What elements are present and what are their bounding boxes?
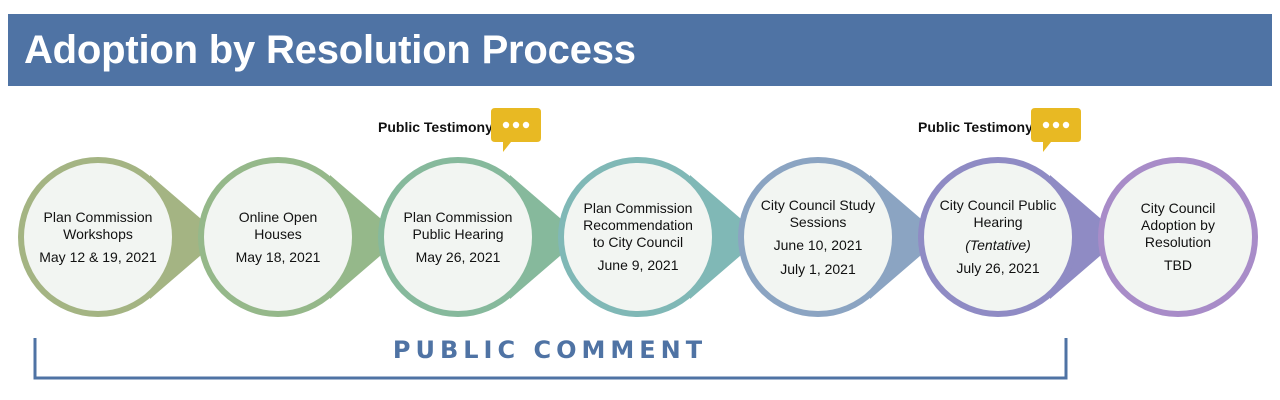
step-circle-inner-3: [384, 163, 532, 311]
page-title: Adoption by Resolution Process: [24, 28, 636, 72]
step-node-4: [558, 157, 762, 317]
step-circle-inner-4: [564, 163, 712, 311]
step-date: June 9, 2021: [597, 257, 679, 273]
step-node-6: [918, 157, 1122, 317]
public-testimony-label: Public Testimony: [918, 119, 1033, 135]
step-title: City Council Adoption by Resolution: [1140, 200, 1216, 250]
step-date-2: July 1, 2021: [780, 260, 856, 277]
step-node-3: [378, 157, 582, 317]
step-text-4: Plan Commission Recommendation to City C…: [576, 175, 700, 299]
step-date: July 26, 2021: [956, 260, 1040, 276]
step-node-2: [198, 157, 402, 317]
step-date: June 10, 2021: [773, 236, 863, 253]
step-title: Online Open Houses: [238, 208, 318, 242]
step-date: May 26, 2021: [415, 248, 501, 265]
step-title: Plan Commission Workshops: [43, 208, 153, 242]
step-title: City Council Public Hearing: [939, 197, 1057, 230]
step-note: (Tentative): [965, 237, 1031, 253]
step-circle-inner-7: [1104, 163, 1252, 311]
step-circle-inner-2: [204, 163, 352, 311]
speech-bubble-icon: [491, 108, 541, 152]
step-date: May 12 & 19, 2021: [39, 248, 157, 265]
public-comment-label: PUBLIC COMMENT: [392, 336, 708, 364]
step-title: Plan Commission Recommendation to City C…: [583, 200, 693, 250]
step-circle-inner-6: [924, 163, 1072, 311]
step-node-5: [738, 157, 942, 317]
speech-bubble-icon: [1031, 108, 1081, 152]
step-title: City Council Study Sessions: [760, 196, 876, 230]
step-date: TBD: [1164, 257, 1192, 273]
step-circle-inner-5: [744, 163, 892, 311]
step-node-1: [18, 157, 222, 317]
step-date: May 18, 2021: [235, 248, 321, 265]
public-testimony-label: Public Testimony: [378, 119, 493, 135]
step-circle-inner-1: [24, 163, 172, 311]
step-text-6: City Council Public Hearing (Tentative) Ju…: [936, 175, 1060, 299]
header-bar: Adoption by Resolution Process: [8, 14, 1272, 86]
step-title: Plan Commission Public Hearing: [403, 208, 513, 242]
step-node-7: [1098, 157, 1258, 317]
